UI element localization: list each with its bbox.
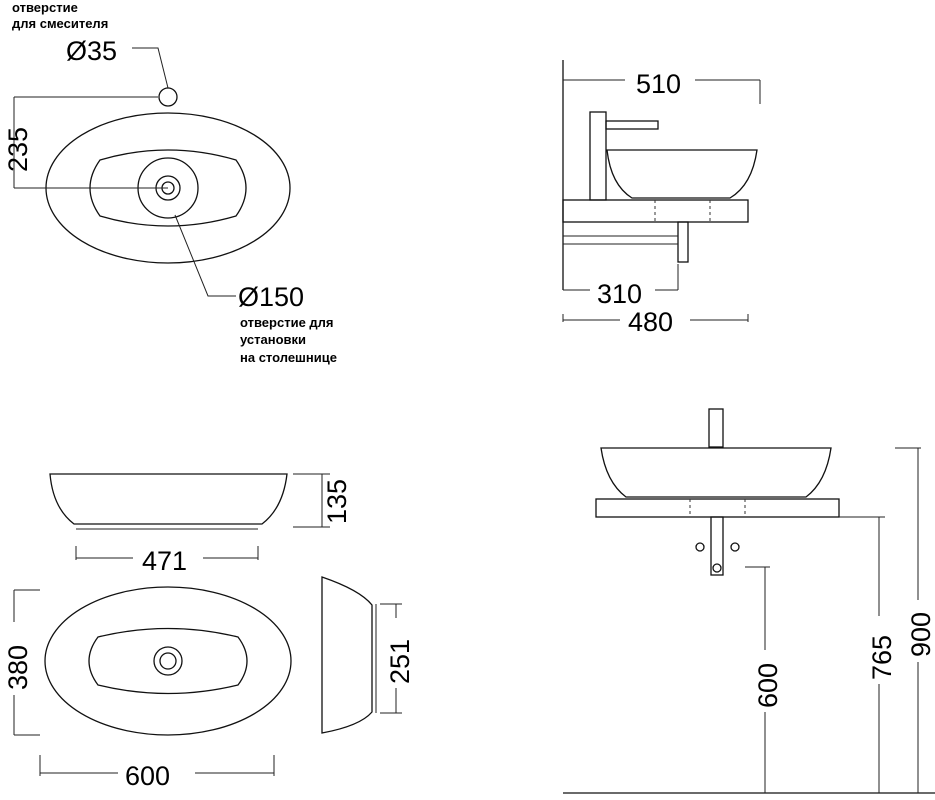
side-section-view: 510 310 480 [562,60,761,337]
dim-510-text: 510 [636,69,681,99]
dim-480-text: 480 [628,307,673,337]
dim-310-text: 310 [597,279,642,309]
top-view: отверстие для смесителя Ø35 235 Ø150 отв… [3,0,337,365]
front-view: 135 471 [49,473,352,576]
dim-235-text: 235 [3,127,33,172]
basin-inner-bowl [89,149,247,227]
side-profile-basin [321,576,373,734]
elevation-countertop [595,498,840,518]
mount-hole-leader [174,214,236,297]
mount-hole-note-line2: установки [240,332,306,347]
side-profile: 251 [321,576,415,734]
dim-380-text: 380 [3,645,33,690]
plan-basin-outer [44,586,292,736]
elevation-supply-right [730,542,740,552]
elevation-basin [600,447,832,498]
mixer-hole [158,87,178,107]
dim-471-text: 471 [142,546,187,576]
dim-600-text: 600 [125,761,170,791]
drain-pipe [677,221,689,263]
mixer-hole-note-line1: отверстие [12,0,78,15]
mount-hole-note-line3: на столешнице [240,350,337,365]
plan-basin-inner [88,627,248,695]
mixer-hole-leader [132,47,169,89]
faucet-spout [605,120,659,130]
dim-765-text: 765 [867,635,897,680]
plan-drain-outer [153,646,183,676]
dim-251-text: 251 [385,639,415,684]
plan-drain-inner [159,652,177,670]
dim-135-text: 135 [322,479,352,524]
faucet-body [589,111,607,201]
plan-view: 380 600 [3,586,292,791]
front-basin [49,473,288,525]
mixer-hole-diameter: Ø35 [66,36,117,66]
elevation-supply-left [695,542,705,552]
mixer-hole-note-line2: для смесителя [12,16,108,31]
side-basin [606,149,758,199]
dim-600e-text: 600 [753,663,783,708]
elevation-drain [710,516,724,576]
elevation-view: 600 765 900 [563,408,935,794]
elevation-drain-outlet [712,563,722,573]
mount-hole-diameter: Ø150 [238,282,304,312]
mount-hole-note-line1: отверстие для [240,315,334,330]
elevation-faucet [708,408,724,448]
dim-900-text: 900 [906,612,935,657]
